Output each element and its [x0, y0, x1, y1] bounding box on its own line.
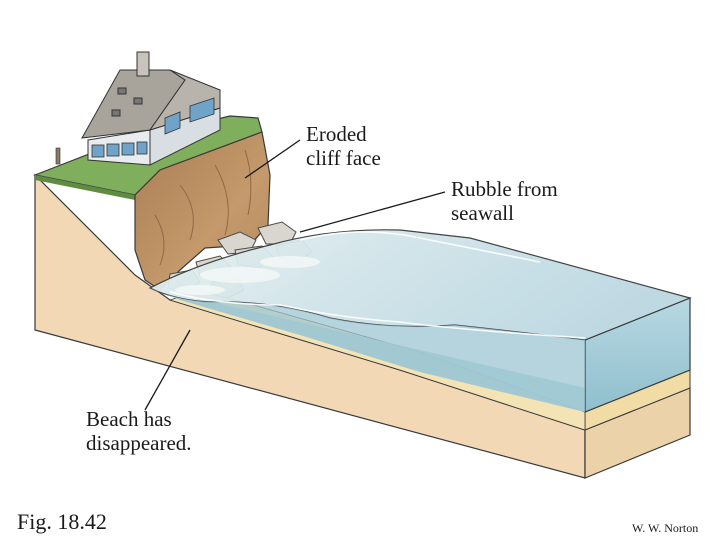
- cliff-texture-3: [244, 149, 252, 216]
- rubble-label: Rubble from seawall: [451, 177, 558, 225]
- foam: [260, 256, 320, 268]
- credit-label: W. W. Norton: [632, 521, 699, 535]
- foam: [200, 267, 280, 283]
- callout-lines: [144, 139, 446, 411]
- cliff-texture-4: [154, 214, 165, 266]
- lawn-post: [55, 147, 61, 165]
- rubble-label-line2: seawall: [451, 201, 514, 226]
- roof-skylights: [111, 87, 143, 117]
- figure-label: Fig. 18.42: [17, 509, 107, 534]
- cliff-texture-2: [214, 164, 229, 236]
- window: [189, 97, 215, 123]
- rock: [257, 221, 297, 245]
- skylight: [117, 87, 127, 95]
- window: [136, 141, 148, 155]
- grass-edge: [35, 175, 135, 200]
- beach-label: Beach has disappeared.: [86, 407, 192, 455]
- house-roof-side: [148, 69, 221, 131]
- eroded-cliff-label-line1: Eroded: [306, 122, 367, 146]
- window: [164, 111, 181, 135]
- chimney: [136, 51, 150, 77]
- skylight: [133, 97, 143, 105]
- beach-label-line2: disappeared.: [86, 431, 192, 456]
- eroded-cliff-label-line2: cliff face: [306, 146, 381, 171]
- eroded-cliff-label: Eroded cliff face: [306, 122, 381, 170]
- wave-line: [169, 291, 586, 339]
- house-windows: [91, 97, 215, 158]
- house: [81, 51, 221, 166]
- leader-beach: [144, 329, 191, 411]
- beach-label-line1: Beach has: [86, 407, 172, 431]
- skylight: [111, 109, 121, 117]
- water-submerged: [150, 288, 585, 412]
- leader-eroded: [244, 139, 301, 179]
- window: [106, 143, 120, 157]
- cliff-texture-1: [179, 184, 194, 241]
- wave-lines: [169, 231, 586, 339]
- wave-line: [299, 231, 541, 263]
- rubble-label-line1: Rubble from: [451, 177, 558, 201]
- window: [91, 144, 105, 158]
- window: [121, 142, 135, 156]
- surf-foam: [175, 256, 320, 295]
- foam: [175, 285, 225, 295]
- leader-rubble: [299, 191, 446, 233]
